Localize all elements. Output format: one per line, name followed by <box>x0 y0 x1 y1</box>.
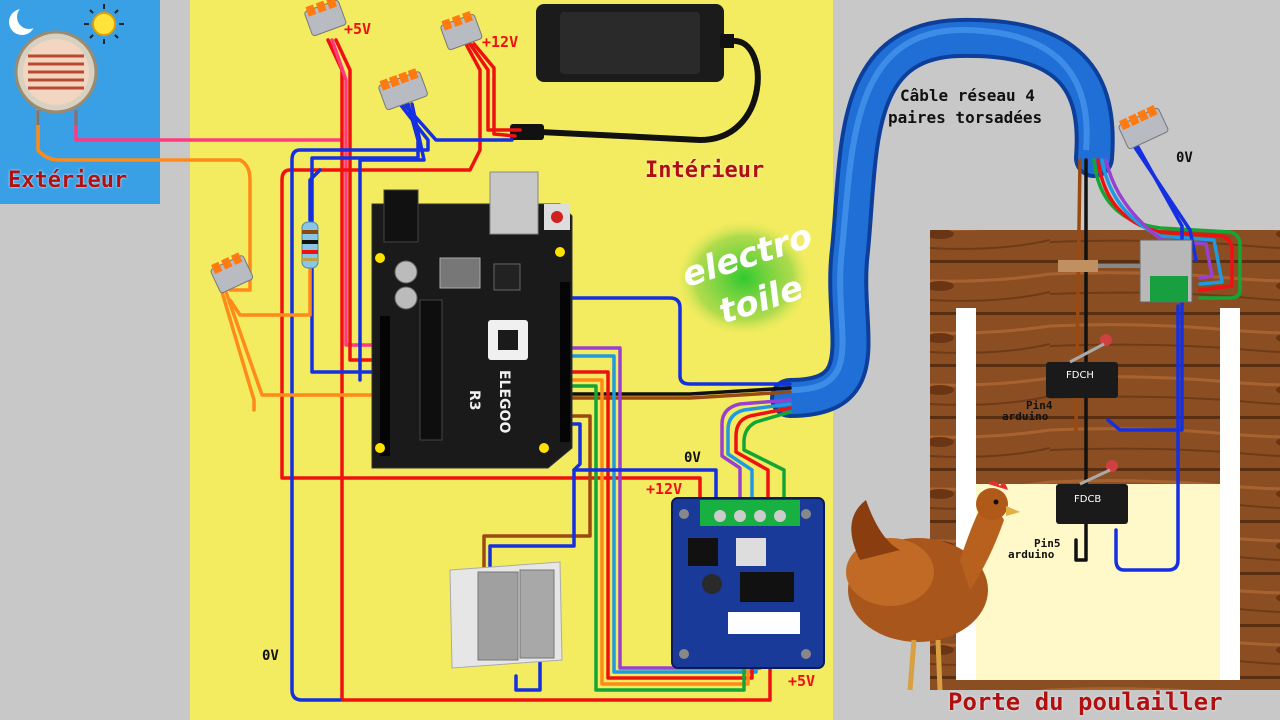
wire-12v-red-b <box>468 42 522 132</box>
coop-door-label: Porte du poulailler <box>948 688 1223 716</box>
wire-orange-b <box>220 290 256 412</box>
wire-brown-switch <box>482 414 592 570</box>
wire-gnd-blue-c <box>310 102 420 374</box>
plus5v-bottom-label: +5V <box>788 672 816 690</box>
plus12v-top-label: +12V <box>482 33 519 51</box>
sun-icon <box>84 4 124 44</box>
wire-red-drv <box>566 370 754 680</box>
cable-label-line1: Câble réseau 4 <box>900 86 1035 105</box>
pin4-line1: Pin4 <box>1026 399 1053 412</box>
chicken-image <box>846 480 1020 691</box>
wire-motor-purple <box>720 398 792 502</box>
wire-5v-pink <box>330 38 382 347</box>
wire-cable-blue <box>1100 158 1224 286</box>
fdch-label: FDCH <box>1066 370 1094 381</box>
pin5-label: Pin5 arduino <box>1008 537 1061 560</box>
interior-label: Intérieur <box>645 158 765 183</box>
watermark-glow <box>674 218 814 338</box>
zero-v-right-label: 0V <box>1176 150 1193 166</box>
wire-pin4-brown <box>568 390 792 400</box>
wago-connector-a0 <box>210 252 254 294</box>
resistor <box>301 221 319 269</box>
wire-pin5-black <box>568 386 792 396</box>
wire-a0-orange <box>224 290 382 397</box>
wire-green-drv <box>566 384 746 692</box>
arduino-board <box>371 171 573 469</box>
pin4-label: Pin4 arduino <box>1002 399 1053 422</box>
wire-cable-black <box>1074 158 1088 562</box>
wire-gnd-to-cable <box>568 296 792 386</box>
wire-gnd-blue-a <box>290 102 430 702</box>
wago-connector-12v <box>440 10 483 51</box>
limit-switch-bottom <box>1056 460 1128 524</box>
wire-12v-red-a <box>280 42 702 502</box>
wago-connector-gnd <box>378 68 428 111</box>
exterior-label: Extérieur <box>8 168 128 193</box>
wago-connector-0v <box>1118 105 1169 150</box>
pin4-line2: arduino <box>1002 410 1049 423</box>
door-track-right <box>1220 308 1240 680</box>
zero-v-left-label: 0V <box>262 648 279 664</box>
fdcb-label: FDCB <box>1074 494 1101 505</box>
board-model: R3 <box>466 390 482 411</box>
wire-0v-blue-door-b <box>1106 138 1184 432</box>
wire-ldr-orange <box>36 108 252 292</box>
limit-switch-top <box>1046 334 1118 398</box>
wire-0v-blue-door-c <box>1114 304 1180 572</box>
zero-v-mid-label: 0V <box>684 450 701 466</box>
wire-cable-green <box>1092 158 1242 300</box>
stepper-motor <box>1058 239 1193 303</box>
push-button-switch <box>449 561 563 669</box>
wago-connector-5v <box>304 0 347 37</box>
wire-motor-blue <box>726 402 792 502</box>
plus5v-top-label: +5V <box>344 20 372 38</box>
wire-motor-green <box>742 410 792 502</box>
wire-gnd-blue-d <box>358 102 426 382</box>
plus12v-mid-label: +12V <box>646 480 683 498</box>
pin5-line1: Pin5 <box>1034 537 1061 550</box>
wire-12v-red-c <box>472 42 517 138</box>
wire-cable-red <box>1096 158 1234 292</box>
cable-label-line2: paires torsadées <box>888 108 1043 127</box>
wire-orange-drv <box>566 378 750 686</box>
board-brand: ELEGOO <box>496 370 512 433</box>
motor-driver-board <box>671 497 825 669</box>
power-adapter-12v <box>510 4 761 144</box>
wire-5v-red-b <box>334 38 382 362</box>
wire-motor-red <box>734 406 792 502</box>
wire-resistor-orange <box>228 266 312 317</box>
light-sensor-ldr <box>14 30 98 125</box>
wire-resistor-blue <box>308 168 322 222</box>
wire-blue-switch-b <box>514 648 542 692</box>
wire-0v-blue-drv <box>572 468 718 502</box>
moon-icon <box>9 5 41 35</box>
pin5-line2: arduino <box>1008 548 1055 561</box>
